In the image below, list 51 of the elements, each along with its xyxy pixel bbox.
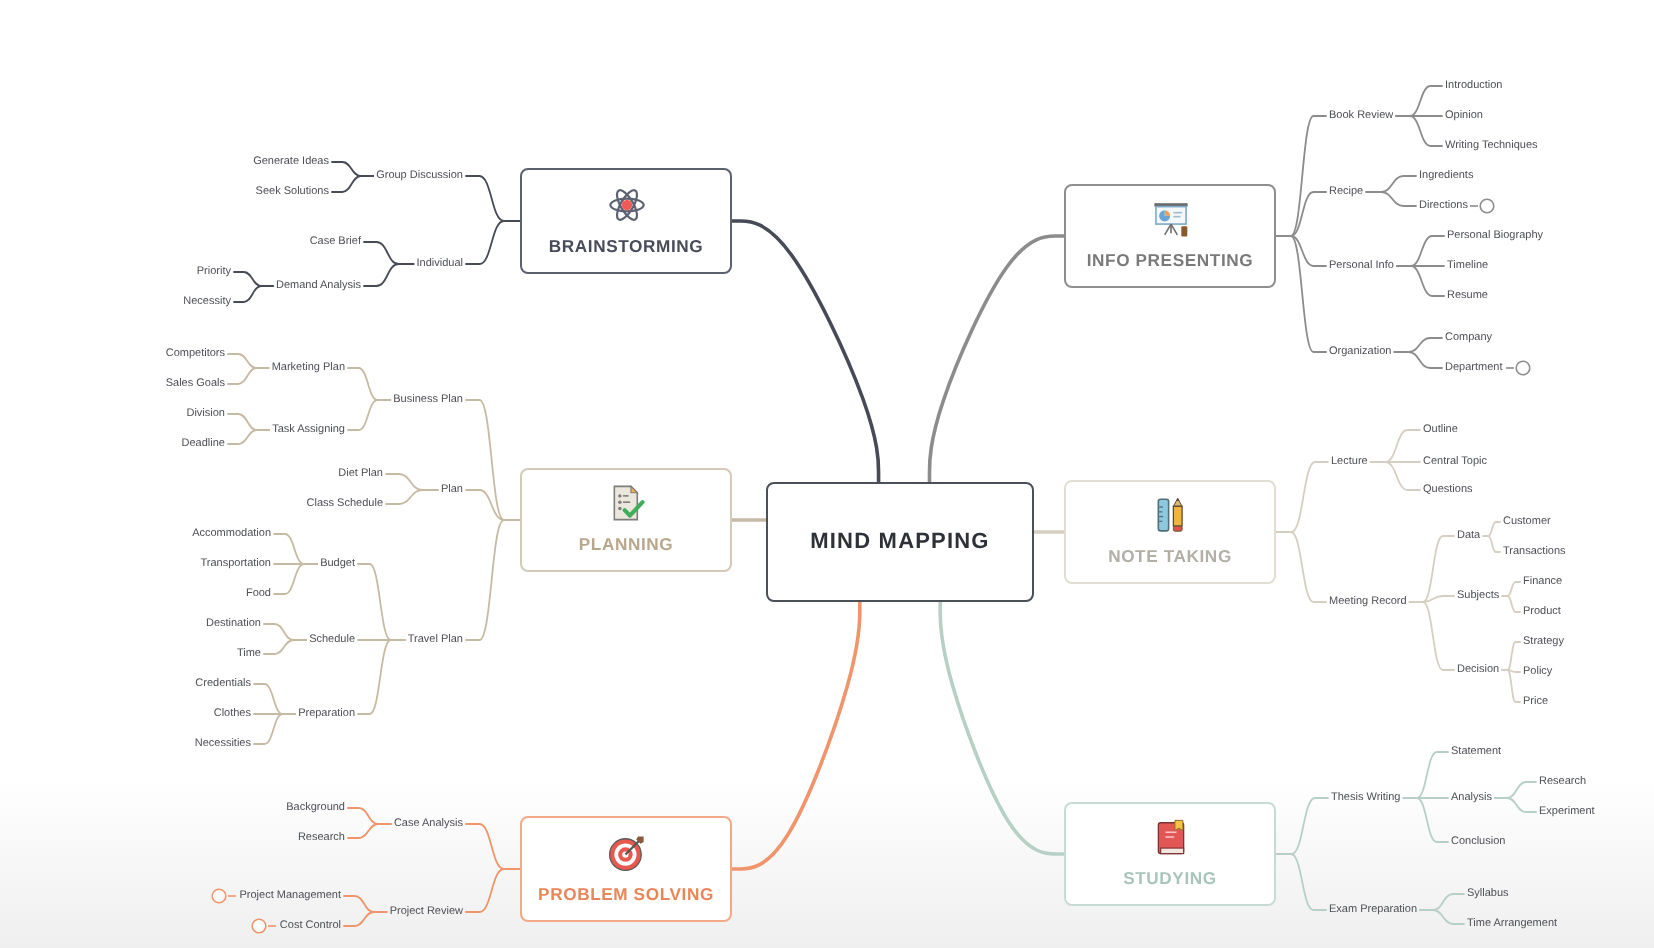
branch-line [227, 367, 270, 385]
branch-line [1501, 595, 1521, 613]
main-topic-title: BRAINSTORMING [548, 237, 704, 257]
branch-line [730, 219, 881, 484]
main-topic-box [520, 816, 732, 922]
main-topic-box [520, 168, 732, 274]
main-topic-box [1064, 480, 1276, 584]
branch-line [227, 429, 271, 445]
main-topic-title: PROBLEM SOLVING [538, 885, 714, 905]
branch-line [357, 639, 406, 715]
branch-line [1365, 191, 1417, 207]
branch-line [730, 518, 768, 522]
branch-line [730, 600, 862, 871]
main-topic-title: INFO PRESENTING [1086, 252, 1254, 272]
branch-line [927, 234, 1066, 484]
branch-line [1494, 797, 1537, 813]
branch-line [1275, 531, 1327, 603]
branch-line [331, 175, 375, 193]
branch-line [938, 600, 1066, 856]
main-topic-title: NOTE TAKING [1108, 548, 1232, 568]
branch-line [465, 220, 521, 265]
branch-line [233, 285, 274, 303]
branch-line [1501, 669, 1521, 703]
branch-line [1419, 909, 1465, 925]
main-topic-box [1064, 184, 1276, 288]
branch-line [253, 713, 297, 745]
branch-line [343, 911, 388, 927]
branch-line [273, 563, 319, 595]
main-topic-title: STUDYING [1123, 870, 1217, 890]
branch-line [1275, 235, 1327, 353]
branch-line [263, 639, 308, 655]
central-topic-title: MIND MAPPING [810, 529, 990, 555]
branch-line [1369, 461, 1421, 491]
branch-line [1408, 601, 1455, 671]
main-topic-box [1064, 802, 1276, 906]
branch-line [363, 263, 415, 287]
branch-line [1032, 530, 1066, 534]
main-topic-box [520, 468, 732, 572]
branch-line [385, 489, 439, 505]
branch-line [1402, 797, 1449, 843]
branch-line [347, 823, 392, 839]
branch-line [1393, 351, 1443, 369]
branch-line [1395, 265, 1445, 297]
main-topic-title: PLANNING [578, 536, 674, 556]
branch-line [465, 868, 521, 913]
central-topic-box [766, 482, 1034, 602]
branch-line [465, 519, 521, 641]
branch-line [1482, 535, 1501, 553]
branch-line [1275, 853, 1327, 911]
branch-line [347, 399, 392, 431]
branch-line [1395, 115, 1443, 147]
